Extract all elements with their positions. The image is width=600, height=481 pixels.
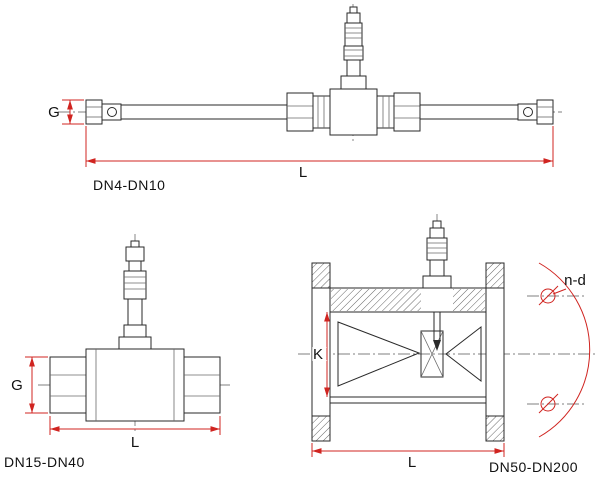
- dimension-l: L: [311, 443, 505, 471]
- sensor-stem: [422, 220, 452, 289]
- drawing-dn4-dn10: G L DN4-DN10: [48, 4, 562, 193]
- sensor-stem: [118, 240, 152, 350]
- sensor-stem: [340, 6, 367, 90]
- meter-body: [49, 348, 221, 422]
- meter-body: [286, 88, 421, 136]
- bolt-circle: n-d: [538, 262, 591, 438]
- dimension-k: K: [311, 312, 330, 397]
- range-label-dn50-dn200: DN50-DN200: [489, 459, 578, 475]
- outlet-pipe: [419, 104, 519, 120]
- dimension-l: L: [49, 416, 221, 451]
- dimension-g: G: [48, 99, 84, 125]
- dim-g-label: G: [11, 377, 23, 394]
- dimension-l: L: [85, 126, 554, 181]
- bolt-hole-bottom: [540, 396, 556, 412]
- range-label-dn15-dn40: DN15-DN40: [4, 454, 85, 470]
- dimension-g: G: [11, 356, 48, 414]
- turbine-internals: [337, 321, 482, 387]
- bolt-leader-line: [552, 288, 567, 295]
- dim-g-label: G: [48, 104, 60, 121]
- dim-l-label: L: [131, 434, 139, 451]
- dim-nd-label: n-d: [564, 272, 586, 289]
- dim-l-label: L: [299, 164, 307, 181]
- drawing-dn50-dn200: n-d K L DN50-DN200: [298, 214, 596, 475]
- right-flange: [485, 262, 505, 442]
- housing-top-section: [329, 287, 487, 313]
- range-label-dn4-dn10: DN4-DN10: [93, 177, 165, 193]
- bolt-hole-top: [540, 288, 556, 304]
- drawing-dn15-dn40: G L DN15-DN40: [4, 234, 233, 470]
- inlet-pipe: [120, 104, 288, 120]
- dim-k-label: K: [313, 346, 323, 363]
- left-end-fitting: [85, 99, 122, 125]
- sensor-probe-rod: [433, 312, 441, 351]
- dim-l-label: L: [408, 454, 416, 471]
- right-end-fitting: [517, 99, 554, 125]
